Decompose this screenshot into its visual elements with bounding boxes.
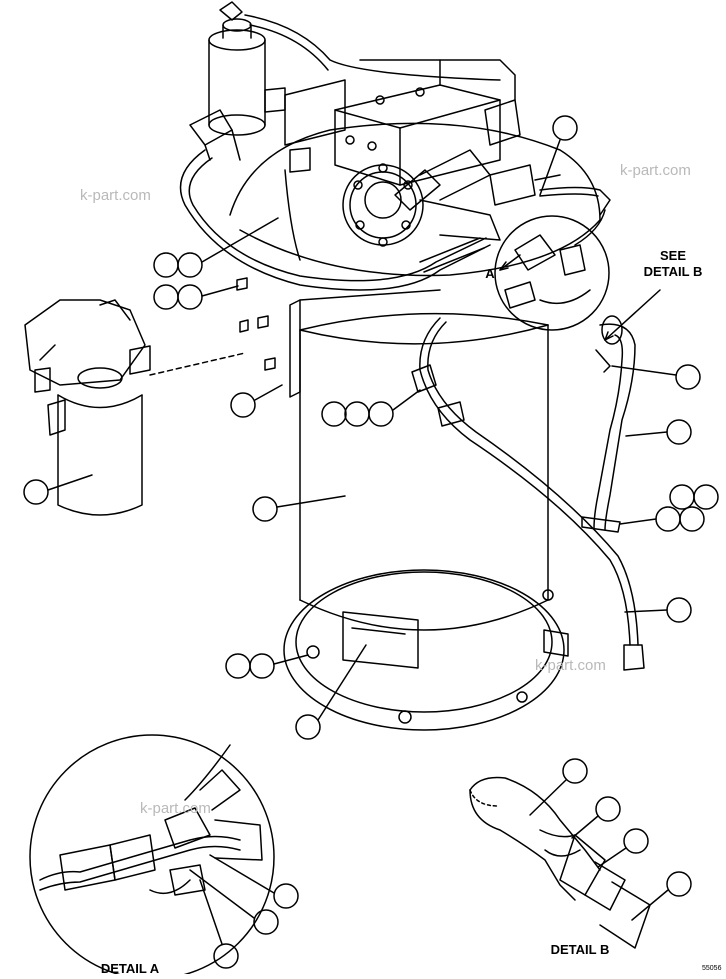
watermark-top-right: k-part.com: [620, 162, 691, 179]
filter-assembly: [24, 299, 151, 516]
detail-a: [29, 734, 275, 979]
tank-decal-plate: [342, 611, 419, 669]
see-detail-b-line1: SEE: [660, 248, 686, 263]
see-detail-b-line2: DETAIL B: [644, 264, 703, 279]
detail-a-title: DETAIL A: [101, 961, 160, 974]
watermark-detail-a: k-part.com: [140, 800, 211, 817]
mounting-bracket: [289, 289, 441, 398]
hoses: [179, 14, 645, 671]
detail-a-region-parts: [504, 209, 606, 309]
pump-flange: [342, 149, 501, 247]
base-bolts: [306, 589, 554, 724]
detail-a-callout-circle: [494, 215, 610, 331]
return-hose: [581, 315, 636, 533]
detail-b: [469, 776, 651, 949]
valve-block: [284, 59, 516, 186]
watermark-middle-right: k-part.com: [535, 657, 606, 674]
tank-side-bolts: [236, 277, 276, 371]
detail-b-title: DETAIL B: [551, 942, 610, 957]
valve-assembly: [189, 1, 601, 277]
hydraulic-tank: [283, 289, 569, 731]
figure-code: 55056: [702, 965, 722, 972]
view-arrow-label: A: [485, 266, 495, 281]
watermark-top-left: k-part.com: [80, 187, 151, 204]
solenoid-valve: [208, 1, 266, 136]
callout-balloons: [23, 115, 719, 969]
